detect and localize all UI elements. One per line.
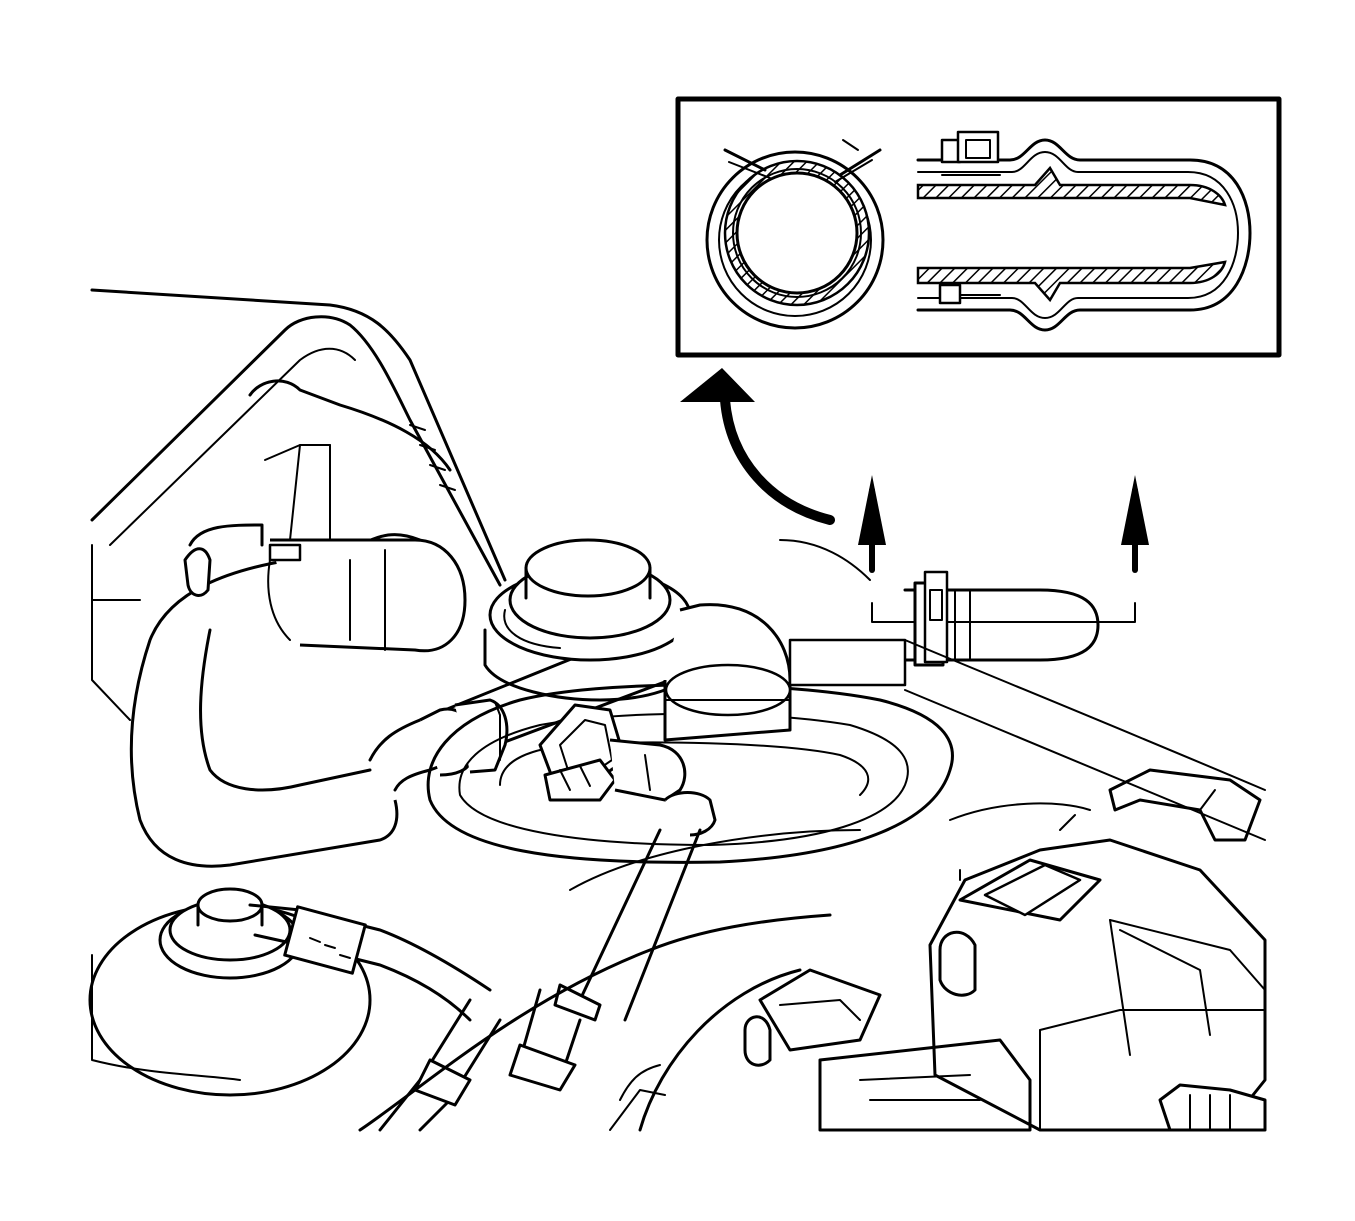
reservoir-cap [483,538,702,702]
electrical-connectors [743,768,1267,1132]
clamp-removal-detail [858,475,1149,667]
clamp-cross-section [705,139,885,330]
engine-compartment [88,288,1267,1132]
hose-fitting [538,703,687,802]
detail-inset [675,96,1282,358]
callout-arrow [680,368,835,525]
hose-longitudinal-section [916,130,1252,332]
